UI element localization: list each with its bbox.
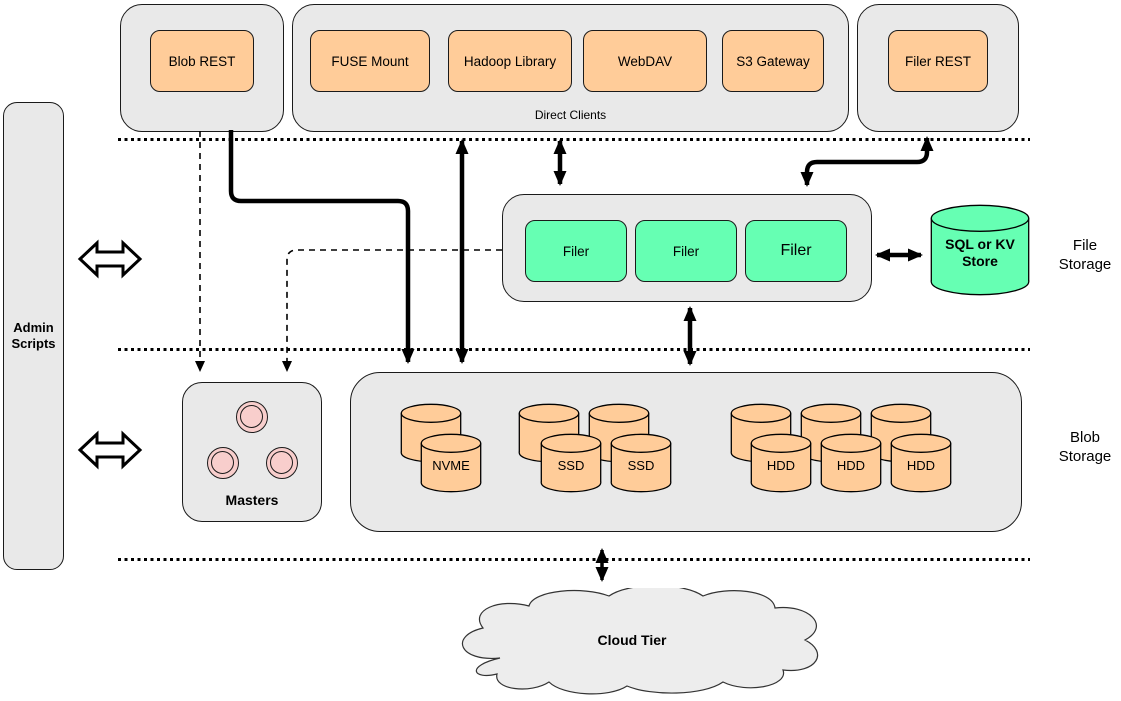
hadoop-library-label: Hadoop Library	[463, 53, 557, 69]
masters-label: Masters	[225, 492, 279, 508]
filer-rest-label: Filer REST	[904, 53, 971, 69]
admin-scripts-node: Admin Scripts	[3, 102, 64, 570]
admin-scripts-label: Admin Scripts	[11, 319, 56, 351]
file-storage-layer-label: File Storage	[1058, 237, 1112, 274]
hdd-cylinder: HDD	[750, 433, 812, 493]
admin-blobstorage-doublearrow-icon	[77, 430, 143, 470]
cloud-tier-label: Cloud Tier	[597, 632, 667, 648]
hdd-label: HDD	[766, 458, 796, 473]
nvme-cylinder: NVME	[420, 433, 482, 493]
s3-gateway-label: S3 Gateway	[736, 53, 810, 69]
filer-label-3: Filer	[780, 242, 812, 259]
cloud-tier-node: Cloud Tier	[437, 584, 827, 695]
ssd-label: SSD	[627, 458, 655, 473]
layer-separator-top	[118, 138, 1030, 141]
filer-label-1: Filer	[562, 243, 590, 259]
filer-node-3: Filer	[745, 220, 847, 282]
s3-gateway-node: S3 Gateway	[722, 30, 824, 92]
blob-storage-layer-label: Blob Storage	[1058, 429, 1112, 466]
cloud-icon	[462, 584, 819, 695]
hadoop-library-node: Hadoop Library	[448, 30, 572, 92]
ssd-label: SSD	[557, 458, 585, 473]
master-node-icon	[207, 447, 239, 479]
blob-rest-node: Blob REST	[150, 30, 254, 92]
hdd-label: HDD	[836, 458, 866, 473]
masters-group: Masters	[182, 382, 322, 522]
filer-node-2: Filer	[635, 220, 737, 282]
filer-label-2: Filer	[672, 243, 700, 259]
ssd-cylinder: SSD	[610, 433, 672, 493]
master-node-icon	[236, 401, 268, 433]
hdd-label: HDD	[906, 458, 936, 473]
admin-filestorage-doublearrow-icon	[77, 239, 143, 279]
hdd-cylinder: HDD	[820, 433, 882, 493]
dashed-arrow-filers-masters	[282, 249, 502, 372]
filer-rest-node: Filer REST	[888, 30, 988, 92]
webdav-label: WebDAV	[617, 53, 673, 69]
sql-kv-store-cylinder: SQL or KV Store	[930, 204, 1030, 296]
layer-separator-bottom	[118, 558, 1030, 561]
nvme-label: NVME	[432, 458, 470, 473]
arrow-blobrest-to-volumes	[228, 130, 415, 364]
direct-clients-caption: Direct Clients	[534, 108, 607, 122]
hdd-cylinder: HDD	[890, 433, 952, 493]
fuse-mount-label: FUSE Mount	[331, 53, 409, 69]
fuse-mount-node: FUSE Mount	[310, 30, 430, 92]
layer-separator-middle	[118, 348, 1030, 351]
master-node-icon	[266, 447, 298, 479]
webdav-node: WebDAV	[583, 30, 707, 92]
sql-kv-store-label: SQL or KV Store	[945, 236, 1015, 269]
filer-node-1: Filer	[525, 220, 627, 282]
arrow-filerrest-filers	[800, 136, 934, 187]
ssd-cylinder: SSD	[540, 433, 602, 493]
blob-rest-label: Blob REST	[168, 53, 236, 69]
